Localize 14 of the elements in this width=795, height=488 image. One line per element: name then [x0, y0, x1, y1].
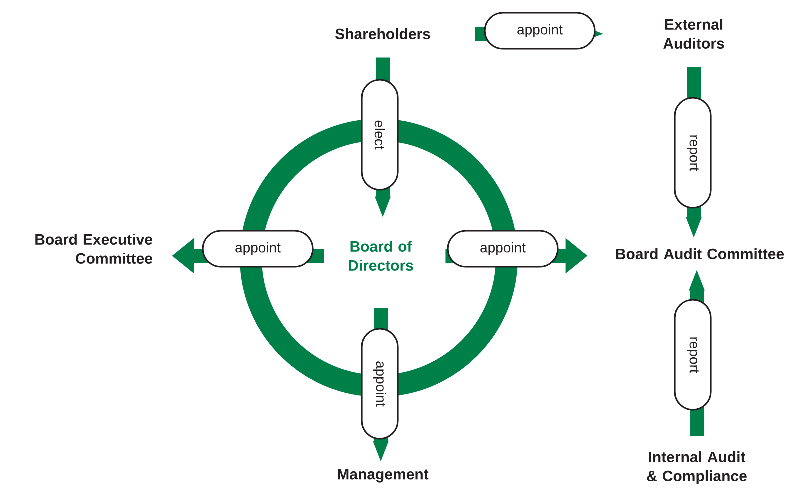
edge-label: appoint [361, 328, 399, 440]
org-label: Board Executive Committee [36, 234, 152, 264]
edge-label: elect [361, 79, 399, 191]
edge-label: report [674, 299, 712, 411]
org-label: External Auditors [664, 19, 724, 49]
org-label: Board Audit Committee [616, 248, 784, 260]
edge-label: appoint [202, 230, 314, 268]
edge-label: appoint [447, 230, 559, 268]
board-label: Board of Directors [349, 241, 414, 271]
edge-label: report [674, 97, 712, 209]
edge-label: appoint [484, 12, 596, 50]
org-label: Management [338, 469, 429, 483]
org-label: Internal Audit & Compliance [647, 452, 747, 484]
org-label: Shareholders [336, 28, 430, 40]
